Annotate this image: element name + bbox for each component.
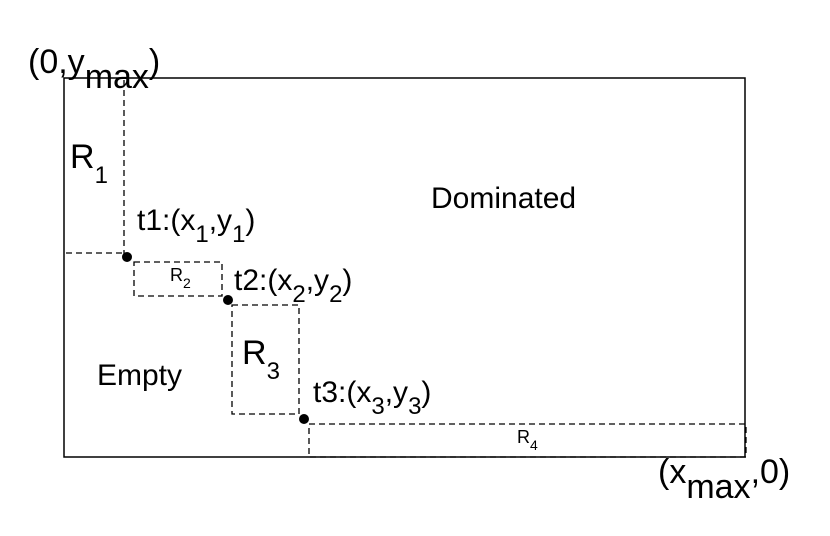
region-label-dominated: Dominated <box>431 182 576 215</box>
r4-rect <box>308 423 747 458</box>
point-label-t1: t1:(x1,y1) <box>137 204 255 248</box>
point-t3 <box>299 414 309 424</box>
corner-label-bottom-right: (xmax,0) <box>658 453 790 506</box>
r3-rect <box>231 304 300 415</box>
corner-label-top-left: (0,ymax) <box>28 43 160 96</box>
r2-rect <box>133 261 223 297</box>
region-label-r4: R4 <box>517 427 538 453</box>
region-label-empty: Empty <box>97 359 182 392</box>
point-label-t2: t2:(x2,y2) <box>234 264 352 308</box>
point-label-t3: t3:(x3,y3) <box>313 376 431 420</box>
region-label-r2: R2 <box>170 265 191 291</box>
region-label-r3: R3 <box>242 334 280 385</box>
point-t1 <box>122 252 132 262</box>
dashed-regions <box>66 80 747 458</box>
point-t2 <box>223 295 233 305</box>
region-label-r1: R1 <box>70 138 108 189</box>
